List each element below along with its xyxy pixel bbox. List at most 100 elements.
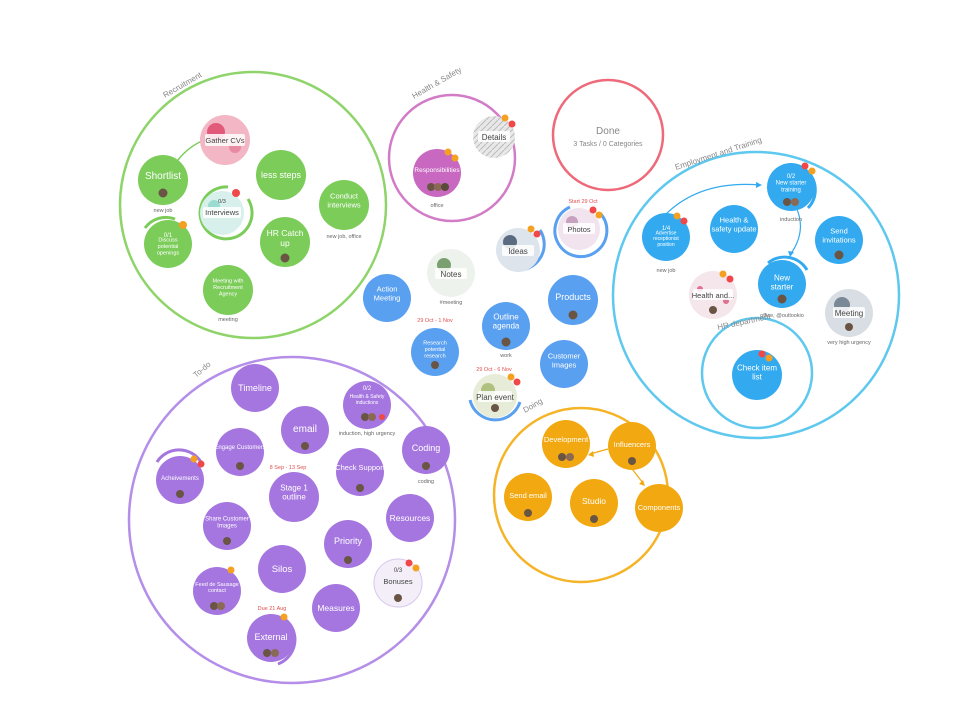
progress-ring [198,185,254,241]
flag-icon [595,211,603,219]
flag-icon [765,354,773,362]
task-meeting-training[interactable]: Meeting very high urgency [825,289,873,346]
task-resources[interactable]: Resources [386,494,434,542]
task-count: 0/2 [787,174,796,180]
flag-icon [527,225,535,233]
done-title: Done [596,126,620,137]
task-gather-cvs[interactable]: Gather CVs [200,115,250,165]
task-label: External [254,632,287,642]
avatar [628,457,636,465]
task-ideas[interactable]: Ideas [496,225,546,273]
avatar [524,509,532,517]
task-coding[interactable]: Coding coding [402,426,450,485]
task-measures[interactable]: Measures [312,584,360,632]
task-tag: new job, office [326,234,361,240]
flag-icon [190,455,198,463]
avatar [223,537,231,545]
task-count: 0/3 [394,568,403,574]
task-products[interactable]: Products [548,275,598,325]
task-label: Timeline [238,383,272,393]
avatar [568,310,578,320]
avatar [590,515,598,523]
task-plan-event[interactable]: Plan event 29 Oct - 6 Nov [468,367,522,422]
task-development[interactable]: Development [542,420,590,468]
task-photos[interactable]: Photos Start 29 Oct [553,199,609,259]
task-label: Components [638,503,681,512]
flag-icon [405,559,413,567]
avatar [434,183,442,191]
task-shortlist[interactable]: Shortlist new job [138,155,188,214]
task-studio[interactable]: Studio [570,479,618,527]
flag-icon [719,270,727,278]
arrowhead-icon [788,251,794,257]
task-less-steps[interactable]: less steps [256,150,306,200]
flag-icon [507,373,515,381]
flag-icon [513,378,521,386]
task-label: Meeting [835,309,863,318]
avatar [431,361,439,369]
task-details[interactable]: Details [473,114,516,159]
flag-icon [508,120,516,128]
task-silos[interactable]: Silos [258,545,306,593]
avatar [217,602,225,610]
task-due-date: 29 Oct - 1 Nov [417,318,453,324]
task-due-date: 29 Oct - 6 Nov [476,367,512,373]
task-label: Details [482,133,506,142]
task-components[interactable]: Components [635,484,683,532]
task-influencers[interactable]: Influencers [608,422,656,470]
flag-icon [808,167,816,175]
task-responsibilities[interactable]: Responsibilities office [413,148,461,210]
avatar [777,294,787,304]
avatar [491,404,499,412]
flag-icon [758,350,766,358]
avatar [422,462,430,470]
task-interviews[interactable]: 0/3 Interviews [198,185,254,241]
flag-icon [801,162,809,170]
task-label: Silos [272,564,293,575]
task-check-support[interactable]: Check Support [335,448,386,496]
flag-icon [280,613,288,621]
task-email[interactable]: email [281,406,329,454]
task-external[interactable]: Due 21 Aug External [247,606,297,666]
avatar [356,484,364,492]
task-health-safety-update[interactable]: Health &safety update [710,205,758,253]
task-notes[interactable]: Notes #meeting [427,249,475,306]
task-label: Send email [509,491,547,500]
task-send-email[interactable]: Send email [504,473,552,521]
task-timeline[interactable]: Timeline [231,364,279,412]
task-priority[interactable]: Priority [324,520,372,568]
task-engage-customers[interactable]: Engage Customers [214,428,266,476]
task-label: Notes [441,270,462,279]
category-done[interactable]: Done 3 Tasks / 0 Categories [551,78,665,192]
task-label: Priority [334,536,363,546]
task-health-and[interactable]: Health and... [689,270,737,320]
task-label: Studio [582,496,606,506]
task-count: 1/4 [662,226,671,232]
task-bonuses[interactable]: 0/3 Bonuses [373,558,423,608]
task-tag: induction [780,217,802,223]
task-label: Bonuses [383,577,412,586]
connector-training-starter [789,204,801,256]
task-achievements[interactable]: Acheivements [155,448,205,504]
task-label: email [293,424,317,435]
